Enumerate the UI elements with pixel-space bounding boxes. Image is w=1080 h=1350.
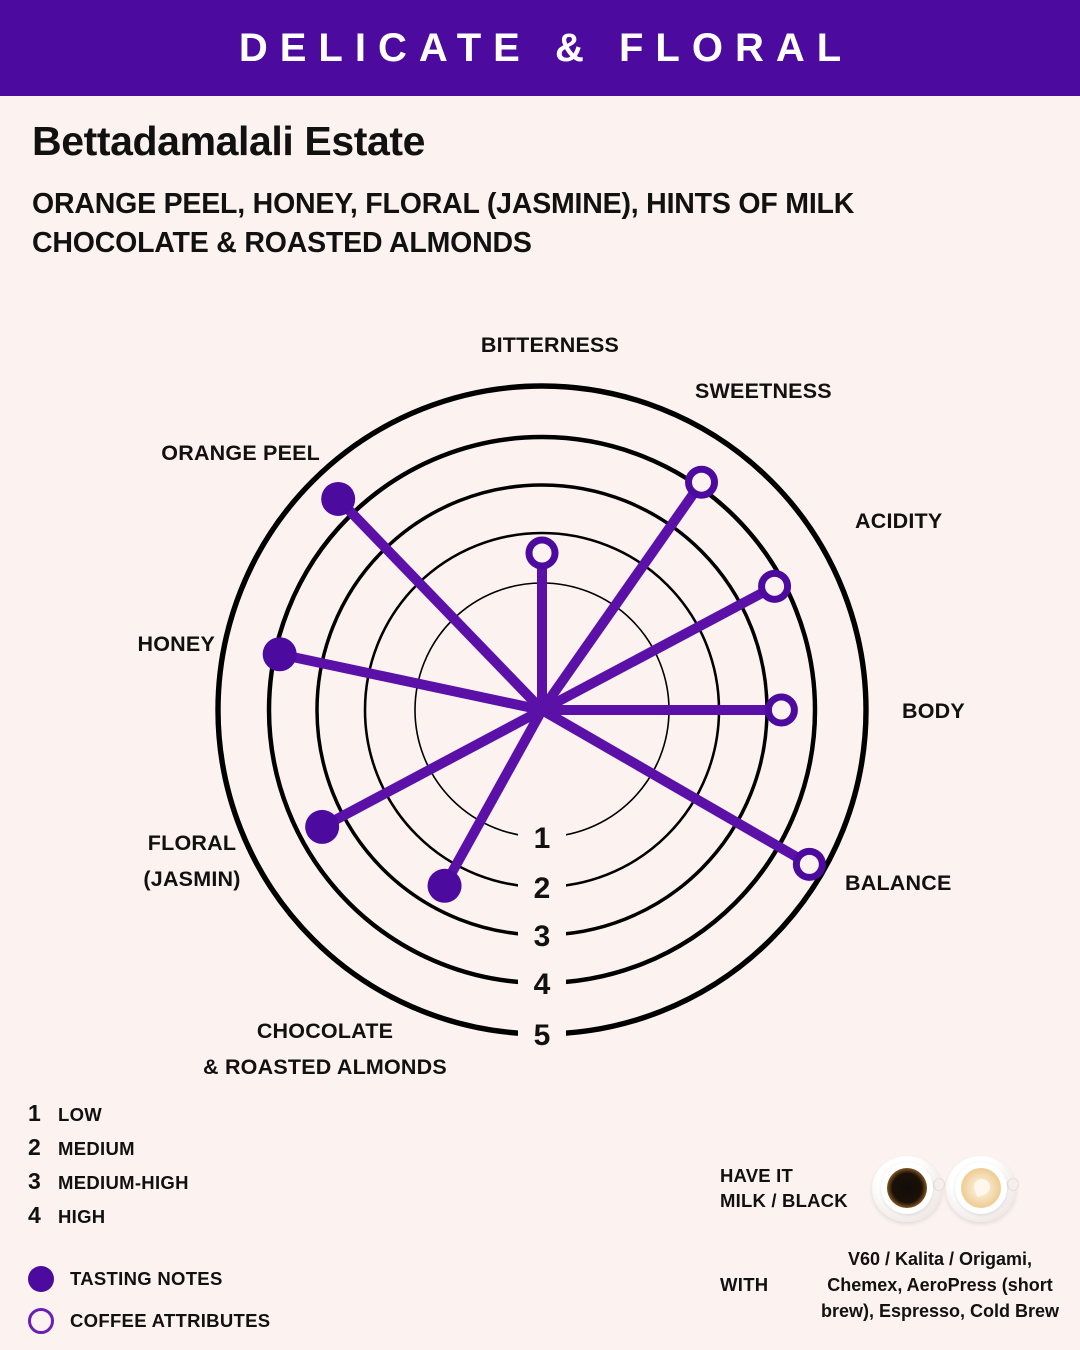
legend-item-tasting-notes: TASTING NOTES	[28, 1258, 368, 1300]
scale-legend-row: 2 MEDIUM	[28, 1134, 358, 1168]
black-coffee-cup-icon	[870, 1152, 945, 1226]
legend-item-coffee-attributes: COFFEE ATTRIBUTES	[28, 1300, 368, 1342]
radar-marker-orange-peel	[321, 481, 356, 516]
have-it-line-1: HAVE IT	[720, 1165, 794, 1186]
axis-label-sweetness: SWEETNESS	[695, 379, 832, 403]
filled-circle-icon	[28, 1266, 54, 1292]
scale-legend-label: HIGH	[58, 1206, 106, 1227]
scale-legend-label: MEDIUM-HIGH	[58, 1172, 189, 1193]
radar-spoke-balance	[539, 705, 812, 869]
radar-marker-sweetness	[685, 465, 719, 499]
radar-svg: BITTERNESS SWEETNESS ACIDITY BODY BALANCE CHO…	[138, 333, 965, 1079]
axis-label-orange-peel: ORANGE PEEL	[161, 441, 320, 465]
have-it-row: HAVE IT MILK / BLACK	[720, 1156, 1060, 1226]
have-it-label: HAVE IT MILK / BLACK	[720, 1158, 848, 1213]
radar-marker-bitterness	[525, 536, 559, 570]
title-block: Bettadamalali Estate ORANGE PEEL, HONEY,…	[32, 118, 1032, 262]
scale-legend-row: 3 MEDIUM-HIGH	[28, 1168, 358, 1202]
have-it-line-2: MILK / BLACK	[720, 1189, 848, 1211]
scale-legend-number: 1	[28, 1100, 41, 1126]
axis-label-floral: FLORAL	[148, 831, 236, 855]
radar-scale-numbers: 1 2 3 4 5	[518, 815, 566, 1056]
category-banner-title: DELICATE & FLORAL	[238, 25, 854, 70]
cup-handle-shape	[932, 1178, 945, 1191]
axis-label-bitterness: BITTERNESS	[481, 333, 619, 357]
axis-label-body: BODY	[902, 699, 965, 723]
axis-label--roasted-almonds: & ROASTED ALMONDS	[203, 1055, 447, 1079]
cup-icons	[870, 1152, 1019, 1226]
radar-marker-chocolate	[427, 868, 462, 903]
radar-marker-acidity	[758, 569, 792, 603]
milk-coffee-cup-icon	[944, 1152, 1019, 1226]
marker-key-legend: TASTING NOTES COFFEE ATTRIBUTES	[28, 1258, 368, 1342]
hollow-circle-icon	[28, 1308, 54, 1334]
axis-label-balance: BALANCE	[845, 871, 952, 895]
scale-legend-number: 3	[28, 1168, 41, 1194]
radar-marker-floral	[305, 809, 340, 844]
axis-label--jasmin-: (JASMIN)	[143, 867, 240, 891]
radar-spoke-honey	[278, 649, 544, 715]
radar-marker-balance	[792, 847, 826, 881]
radar-axis-labels: BITTERNESS SWEETNESS ACIDITY BODY BALANCE CHO…	[138, 333, 965, 1079]
scale-legend-label: MEDIUM	[58, 1138, 135, 1159]
radar-spokes	[278, 479, 812, 889]
scale-number-backdrop	[518, 961, 566, 1005]
scale-legend-row: 4 HIGH	[28, 1202, 358, 1236]
legend-label-tasting-notes: TASTING NOTES	[70, 1268, 223, 1289]
radar-spoke-floral	[319, 705, 545, 832]
scale-number-backdrop	[518, 865, 566, 909]
radar-spoke-sweetness	[537, 479, 706, 713]
brew-methods-text: V60 / Kalita / Origami, Chemex, AeroPres…	[820, 1249, 1060, 1322]
radar-spoke-acidity	[539, 581, 777, 715]
scale-number-backdrop	[518, 913, 566, 957]
scale-number-5: 5	[534, 1019, 551, 1052]
scale-legend: 1 LOW 2 MEDIUM 3 MEDIUM-HIGH 4 HIGH	[28, 1100, 358, 1236]
flavour-radar-chart: BITTERNESS SWEETNESS ACIDITY BODY BALANCE CHO…	[0, 300, 1080, 1100]
scale-legend-label: LOW	[58, 1104, 103, 1125]
scale-number-1: 1	[534, 822, 551, 855]
scale-legend-number: 2	[28, 1134, 41, 1160]
scale-number-2: 2	[534, 872, 551, 905]
with-label: WITH	[720, 1274, 769, 1296]
radar-marker-honey	[262, 637, 297, 672]
radar-marker-body	[764, 693, 798, 727]
axis-label-chocolate: CHOCOLATE	[257, 1019, 393, 1043]
axis-label-acidity: ACIDITY	[855, 509, 942, 533]
estate-name: Bettadamalali Estate	[32, 118, 426, 164]
radar-spoke-chocolate	[440, 707, 547, 889]
scale-number-3: 3	[534, 920, 551, 953]
radar-spoke-orange-peel	[334, 495, 546, 714]
axis-label-honey: HONEY	[138, 632, 215, 656]
radar-markers	[262, 465, 826, 903]
serving-suggestions: HAVE IT MILK / BLACK WITH V60 / Kalita /…	[720, 1156, 1060, 1324]
black-coffee-liquid	[886, 1168, 927, 1208]
category-banner: DELICATE & FLORAL	[0, 0, 1080, 96]
tasting-notes-description: ORANGE PEEL, HONEY, FLORAL (JASMINE), HI…	[32, 188, 855, 259]
legend-label-coffee-attributes: COFFEE ATTRIBUTES	[70, 1310, 271, 1331]
scale-number-4: 4	[534, 968, 551, 1001]
cup-handle-shape	[1006, 1178, 1019, 1191]
scale-legend-number: 4	[28, 1202, 41, 1228]
scale-number-backdrop	[518, 1012, 566, 1056]
scale-number-backdrop	[518, 815, 566, 859]
with-row: WITH V60 / Kalita / Origami, Chemex, Aer…	[720, 1246, 1060, 1324]
scale-legend-row: 1 LOW	[28, 1100, 358, 1134]
